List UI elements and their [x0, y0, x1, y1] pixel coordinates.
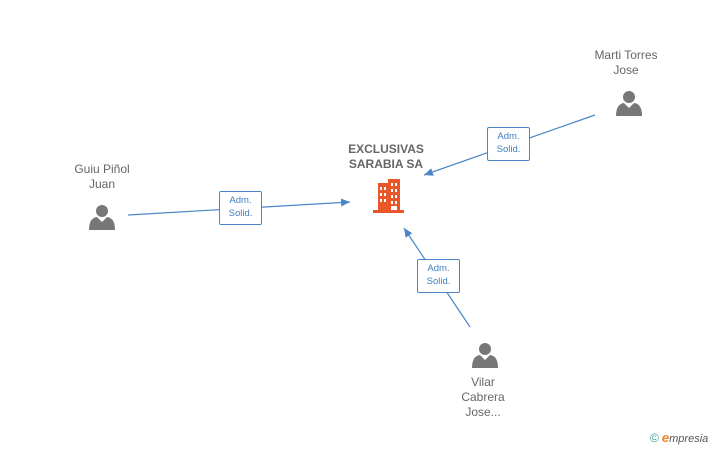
relation-label-line1: Adm. [427, 263, 450, 274]
relation-badge[interactable]: Adm. Solid. [219, 191, 262, 225]
person-name-line1: Guiu Piñol [74, 162, 130, 176]
person-label-marti[interactable]: Marti Torres Jose [576, 48, 676, 78]
relation-label-line2: Solid. [496, 144, 521, 155]
person-name-line2: Juan [88, 177, 116, 191]
relation-label-line1: Adm. [229, 195, 252, 206]
person-icon[interactable] [616, 91, 642, 116]
relation-badge[interactable]: Adm. Solid. [487, 127, 530, 161]
company-name-line1: EXCLUSIVAS [348, 142, 424, 156]
brand-logo-letter: e [661, 430, 670, 445]
relation-label-line1: Adm. [497, 131, 520, 142]
brand-logo-text: mpresia [669, 433, 709, 445]
person-name-line1: Marti Torres [594, 48, 658, 62]
person-icon[interactable] [89, 205, 115, 230]
relation-badge[interactable]: Adm. Solid. [417, 259, 460, 293]
company-name[interactable]: EXCLUSIVAS SARABIA SA [331, 142, 441, 172]
person-name-line2: Jose [613, 63, 639, 77]
person-name-line3: Jose... [465, 405, 501, 419]
company-name-line2: SARABIA SA [348, 157, 424, 171]
person-name-line1: Vilar [471, 375, 495, 389]
person-name-line2: Cabrera [461, 390, 505, 404]
person-label-vilar[interactable]: Vilar Cabrera Jose... [433, 375, 533, 420]
relation-label-line2: Solid. [228, 208, 253, 219]
person-label-guiu[interactable]: Guiu Piñol Juan [52, 162, 152, 192]
copyright-icon: © [650, 431, 659, 445]
brand-watermark[interactable]: © empresia [650, 430, 708, 446]
building-icon[interactable] [373, 179, 404, 213]
person-icon[interactable] [472, 343, 498, 368]
relation-label-line2: Solid. [426, 276, 451, 287]
